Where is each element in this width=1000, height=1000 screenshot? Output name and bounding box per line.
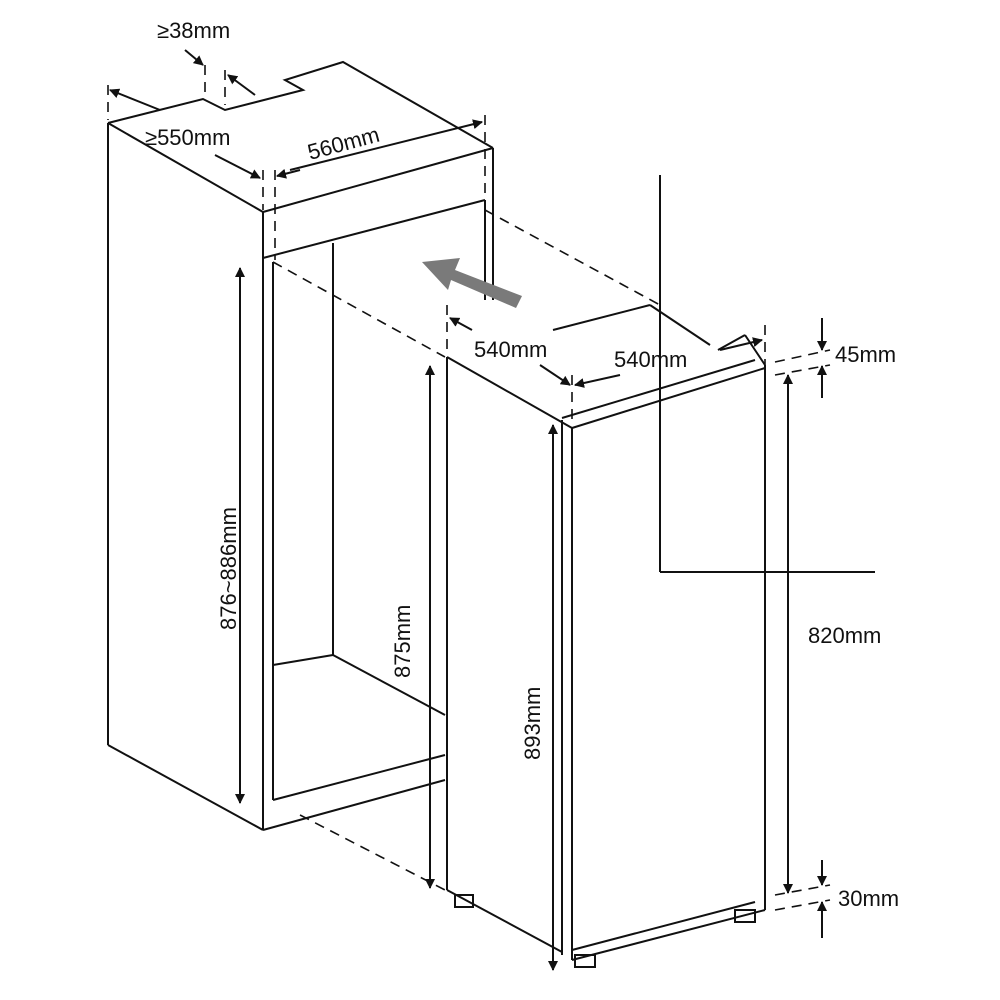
label-depth-min: ≥550mm — [145, 125, 230, 150]
label-side-height: 875mm — [390, 605, 415, 678]
label-niche-height: 876~886mm — [216, 507, 241, 630]
dimension-lines — [109, 49, 827, 971]
label-width-niche: 560mm — [305, 122, 382, 165]
label-appliance-depth: 540mm — [474, 337, 547, 362]
cabinet-niche — [107, 60, 661, 891]
insert-direction-arrow — [422, 258, 522, 308]
label-appliance-width: 540mm — [614, 347, 687, 372]
label-door-height: 893mm — [520, 687, 545, 760]
appliance-body — [446, 175, 875, 968]
label-bottom-gap: 30mm — [838, 886, 899, 911]
label-top-gap: 45mm — [835, 342, 896, 367]
label-gap-top: ≥38mm — [157, 18, 230, 43]
label-body-height: 820mm — [808, 623, 881, 648]
